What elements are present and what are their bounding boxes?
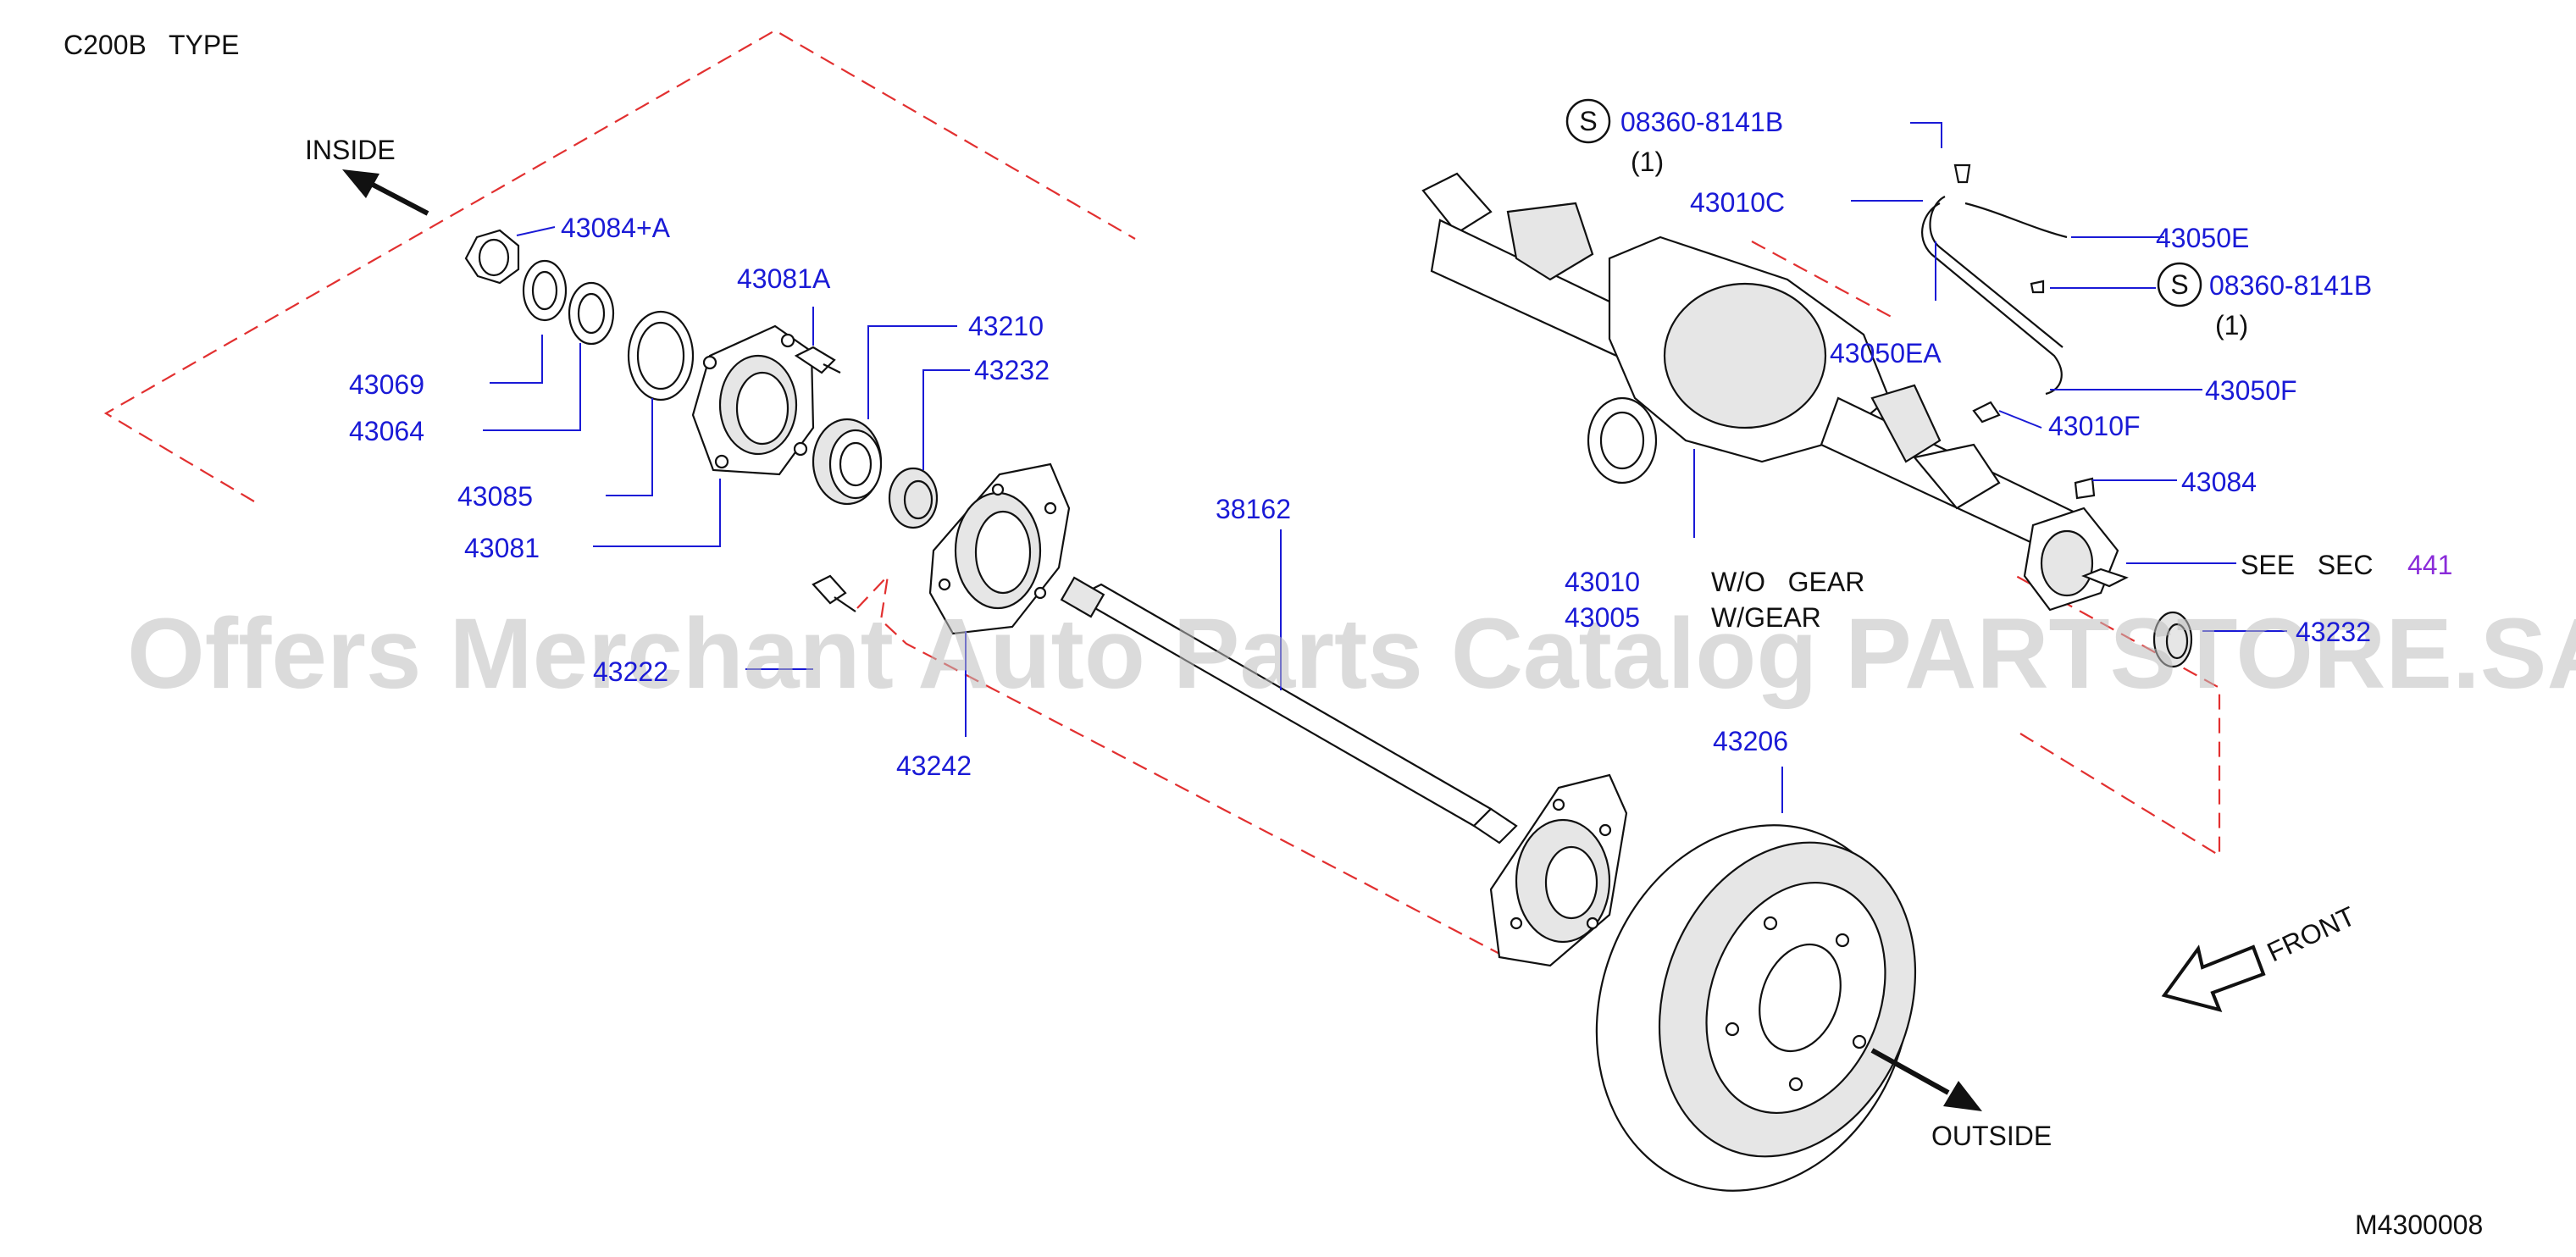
part-label-43084[interactable]: 43084 bbox=[2181, 467, 2257, 497]
bearing-housing-drawing bbox=[691, 324, 815, 476]
inside-arrow bbox=[342, 169, 429, 216]
dashed-outline-hub bbox=[103, 29, 2221, 958]
lock-washer-drawing bbox=[522, 259, 568, 322]
qty-label-mid: (1) bbox=[2215, 310, 2248, 341]
part-label-43069[interactable]: 43069 bbox=[349, 369, 424, 400]
part-label-43005[interactable]: 43005 bbox=[1565, 602, 1640, 633]
svg-text:S: S bbox=[1579, 106, 1597, 136]
part-label-43232-top[interactable]: 43232 bbox=[974, 355, 1050, 385]
inside-label: INSIDE bbox=[305, 135, 396, 165]
hub-parts bbox=[464, 229, 1071, 635]
part-label-43050e[interactable]: 43050E bbox=[2156, 223, 2249, 253]
part-label-43050ea[interactable]: 43050EA bbox=[1830, 338, 1942, 368]
part-label-43222[interactable]: 43222 bbox=[593, 656, 668, 687]
front-label: FRONT bbox=[2263, 900, 2360, 967]
part-label-43010c[interactable]: 43010C bbox=[1690, 187, 1785, 218]
lock-nut-drawing bbox=[464, 229, 520, 285]
part-label-43010f[interactable]: 43010F bbox=[2048, 411, 2141, 441]
part-label-43242[interactable]: 43242 bbox=[896, 750, 972, 781]
svg-text:S: S bbox=[2170, 269, 2188, 300]
part-label-43081[interactable]: 43081 bbox=[464, 533, 540, 563]
hub-bolt-drawing bbox=[794, 346, 841, 374]
outside-label: OUTSIDE bbox=[1931, 1121, 2052, 1151]
part-label-43085[interactable]: 43085 bbox=[457, 481, 533, 512]
part-label-08360-mid[interactable]: 08360-8141B bbox=[2209, 270, 2372, 301]
note-w-gear: W/GEAR bbox=[1711, 602, 1821, 633]
small-bolt-drawing bbox=[812, 574, 856, 612]
standard-part-symbol-top: S bbox=[1565, 98, 1611, 144]
note-wo-gear: W/O GEAR bbox=[1711, 567, 1864, 597]
brake-drum-drawing bbox=[1595, 824, 1917, 1192]
axle-shaft-drawing bbox=[1060, 576, 1628, 967]
part-label-43210[interactable]: 43210 bbox=[968, 311, 1044, 341]
axle-housing-drawing bbox=[1421, 163, 2193, 668]
note-see-sec: SEE SEC bbox=[2241, 550, 2374, 580]
part-label-43206[interactable]: 43206 bbox=[1713, 726, 1788, 756]
bearing-drawing bbox=[812, 418, 883, 506]
spacer-drawing bbox=[888, 467, 939, 529]
washer-drawing bbox=[568, 281, 615, 346]
part-label-43084a[interactable]: 43084+A bbox=[561, 213, 671, 243]
part-label-43010[interactable]: 43010 bbox=[1565, 567, 1640, 597]
outside-arrow bbox=[1870, 1048, 1982, 1111]
leader-lines bbox=[483, 122, 2287, 813]
part-label-43081a[interactable]: 43081A bbox=[737, 263, 831, 294]
front-arrow-icon bbox=[2161, 944, 2266, 1012]
part-label-43232-right[interactable]: 43232 bbox=[2296, 617, 2371, 647]
diagram-code: M4300008 bbox=[2355, 1210, 2483, 1240]
part-label-43064[interactable]: 43064 bbox=[349, 416, 424, 446]
part-label-38162[interactable]: 38162 bbox=[1216, 494, 1291, 524]
standard-part-symbol-mid: S bbox=[2157, 262, 2202, 307]
part-label-43050f[interactable]: 43050F bbox=[2205, 375, 2297, 406]
watermark: Offers Merchant Auto Parts Catalog PARTS… bbox=[127, 598, 2576, 710]
backing-plate-drawing bbox=[928, 462, 1071, 635]
qty-label-top: (1) bbox=[1631, 147, 1664, 177]
part-label-08360-top[interactable]: 08360-8141B bbox=[1620, 107, 1783, 137]
diagram-type-label: C200B TYPE bbox=[64, 30, 240, 60]
part-labels: 43084+A 43069 43064 43081A 43085 43081 4… bbox=[349, 107, 2452, 781]
section-link-441[interactable]: 441 bbox=[2407, 550, 2452, 580]
